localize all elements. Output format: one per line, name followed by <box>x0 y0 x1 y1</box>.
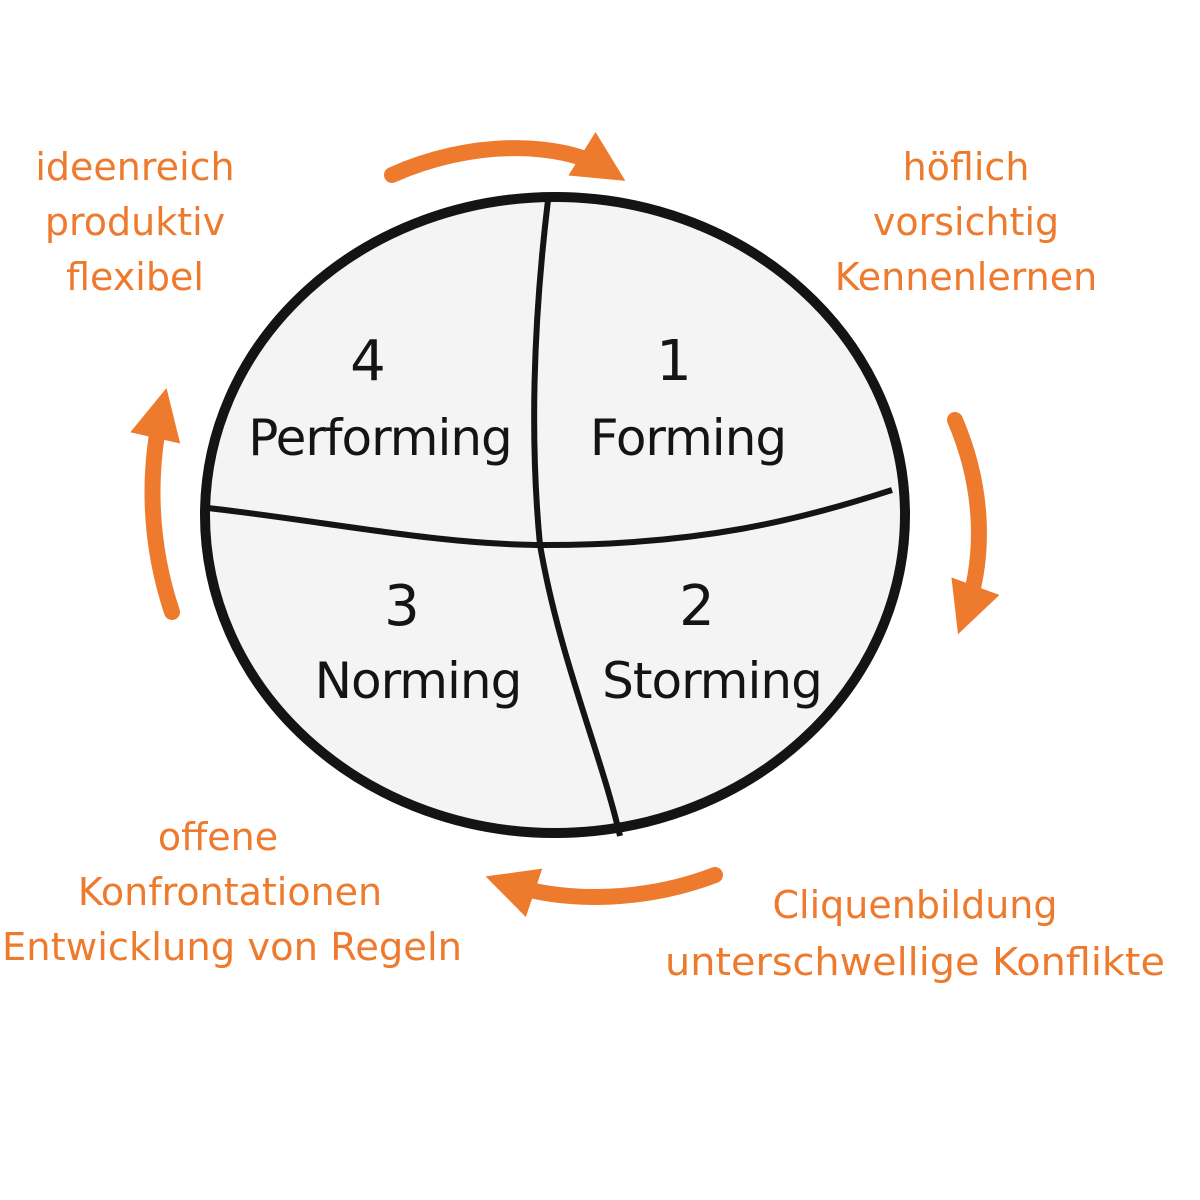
note-norming-3: Entwicklung von Regeln <box>2 925 462 969</box>
horizontal-divider <box>207 487 893 549</box>
arrow-bottom <box>485 867 723 918</box>
note-norming-2: Konfrontationen <box>78 870 382 914</box>
phase-number-storming: 2 <box>679 574 715 639</box>
note-norming-1: offene <box>158 815 278 859</box>
note-forming-1: höflich <box>903 145 1030 189</box>
phase-name-storming: Storming <box>602 652 822 710</box>
phase-name-forming: Forming <box>590 409 786 467</box>
note-storming-2: unterschwellige Konflikte <box>665 940 1165 984</box>
note-performing-1: ideenreich <box>35 145 234 189</box>
phase-number-performing: 4 <box>350 329 386 394</box>
note-performing-2: produktiv <box>45 200 225 244</box>
phase-number-norming: 3 <box>384 574 420 639</box>
arrow-left <box>130 388 181 620</box>
phase-circle <box>200 192 910 838</box>
arrow-right <box>947 412 1000 635</box>
phase-number-forming: 1 <box>656 329 692 394</box>
note-forming-3: Kennenlernen <box>835 255 1097 299</box>
phase-name-norming: Norming <box>315 652 522 710</box>
note-performing-3: flexibel <box>66 255 204 299</box>
note-storming-1: Cliquenbildung <box>773 883 1058 927</box>
arrow-top <box>384 132 626 183</box>
phase-name-performing: Performing <box>248 409 512 467</box>
note-forming-2: vorsichtig <box>873 200 1059 244</box>
